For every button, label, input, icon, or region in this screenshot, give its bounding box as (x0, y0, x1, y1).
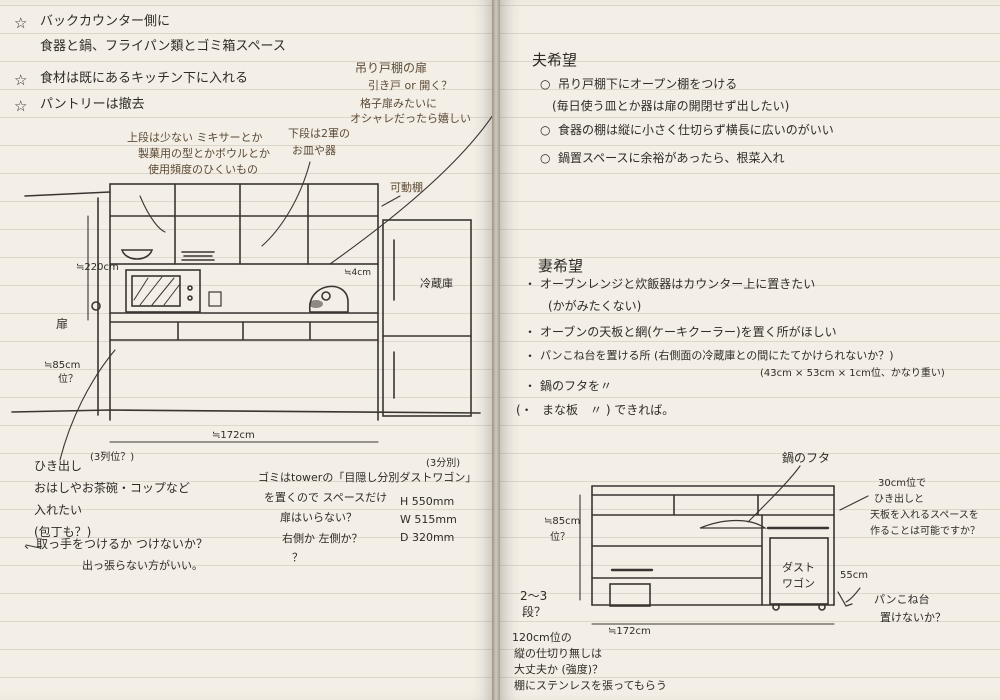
wife-item-5: まな板 〃 ) できれば。 (542, 403, 675, 417)
drawer-note-paren: (3列位？) (90, 452, 135, 463)
upper-shelf-note-2: 製菓用の型とかボウルとか (138, 147, 270, 160)
shelf-count-1: 2〜3 (520, 589, 548, 603)
height-85-label: ≒85cm (44, 360, 81, 371)
bottom-note-2: 縦の仕切り無しは (514, 647, 602, 660)
husband-title: 夫希望 (532, 51, 578, 69)
bottom-note-4: 棚にステンレスを張ってもらう (514, 679, 667, 692)
side-note-4: 作ることは可能ですか？ (870, 526, 980, 537)
husband-item-1b: (毎日使う皿とか器は扉の開閉せず出したい) (552, 99, 790, 113)
trash-dim-d: D 320mm (400, 531, 455, 544)
trash-dim-w: W 515mm (400, 513, 457, 526)
drawer-note-4: (包丁も？) (34, 525, 92, 539)
side-note-2: ひき出しと (874, 494, 924, 505)
wife-item-3b: (43cm × 53cm × 1cm位、かなり重い) (760, 368, 945, 379)
dust-wagon-label-2: ワゴン (782, 577, 815, 590)
trash-note-2: を置くので スペースだけ (264, 491, 388, 504)
star-icon: ☆ (14, 14, 28, 32)
wife-item-1b: (かがみたくない) (548, 299, 642, 313)
wife-bullet-5: (・ (516, 403, 533, 417)
dust-wagon-label-1: ダスト (782, 561, 815, 574)
lower-shelf-note-2: お皿や器 (292, 144, 336, 157)
note-counter-side: バックカウンター側に (40, 14, 171, 29)
door-note-line2: 引き戸 or 開く？ (368, 79, 453, 92)
counter-sketch (579, 465, 869, 625)
wife-bullet-4: ・ (524, 379, 537, 393)
bread-board-1: パンこね台 (874, 593, 930, 606)
note-ingredients: 食材は既にあるキッチン下に入れる (40, 71, 249, 86)
fridge-label: 冷蔵庫 (420, 277, 453, 290)
sketch-width-label: ≒172cm (608, 626, 651, 637)
trash-note-3: 扉はいらない？ (280, 511, 357, 524)
bottom-note-3: 大丈夫か (強度)？ (514, 663, 604, 676)
wife-title: 妻希望 (538, 257, 584, 275)
note-counter-side-2: 食器と鍋、フライパン類とゴミ箱スペース (40, 39, 286, 54)
height-220-label: ≒220cm (76, 262, 119, 273)
wife-item-2: オーブンの天板と網(ケーキクーラー)を置く所がほしい (540, 325, 837, 339)
star-icon: ☆ (14, 97, 28, 115)
width-172-label: ≒172cm (212, 430, 255, 441)
door-note-line3: 格子扉みたいに (360, 97, 437, 110)
wife-item-4: 鍋のフタを〃 (540, 379, 613, 393)
husband-item-1: 吊り戸棚下にオープン棚をつける (558, 77, 738, 91)
wife-bullet-1: ・ (524, 277, 537, 291)
door-note-title: 吊り戸棚の扉 (355, 61, 428, 75)
handle-note-2: 出っ張らない方がいい。 (82, 559, 203, 572)
star-icon: ☆ (14, 71, 28, 89)
trash-note-1: ゴミはtowerの「目隠し分別ダストワゴン」 (258, 471, 477, 484)
husband-item-3: 鍋置スペースに余裕があったら、根菜入れ (558, 151, 785, 165)
trash-dim-h: H 550mm (400, 495, 455, 508)
trash-note-q: ？ (292, 551, 303, 564)
husband-item-2: 食器の棚は縦に小さく仕切らず横長に広いのがいい (558, 123, 834, 137)
gap-label: ≒4cm (344, 268, 371, 278)
side-note-1: 30cm位で (878, 478, 926, 489)
handle-note-1: 、取っ手をつけるか つけないか？ (24, 537, 208, 551)
notebook-gutter (492, 0, 501, 700)
husband-bullet-2: ○ (540, 123, 551, 137)
wife-item-1: オーブンレンジと炊飯器はカウンター上に置きたい (540, 277, 816, 291)
movable-shelf-label: 可動棚 (390, 181, 423, 194)
bottom-note-1: 120cm位の (512, 631, 572, 644)
bread-board-2: 置けないか？ (880, 611, 946, 624)
height-85-q: 位？ (58, 374, 78, 385)
drawer-note-2: おはしやお茶碗・コップなど (34, 481, 190, 495)
upper-shelf-note-3: 使用頻度のひくいもの (148, 163, 258, 176)
sketch-height-label: ≒85cm (544, 516, 581, 527)
pot-lid-label: 鍋のフタ (782, 451, 831, 465)
shelf-count-2: 段？ (522, 605, 547, 619)
drawer-note-3: 入れたい (34, 503, 83, 517)
trash-note-4: 右側か 左側か？ (282, 532, 363, 545)
right-page: 夫希望 ○ 吊り戸棚下にオープン棚をつける (毎日使う皿とか器は扉の開閉せず出し… (500, 0, 1000, 700)
sketch-height-q: 位？ (550, 532, 570, 543)
side-note-3: 天板を入れるスペースを (870, 510, 979, 521)
lower-shelf-note-1: 下段は2軍の (288, 127, 350, 140)
door-note-line4: オシャレだったら嬉しい (350, 112, 471, 125)
note-pantry: パントリーは撤去 (40, 97, 145, 112)
door-label: 扉 (56, 317, 69, 331)
wife-item-3: パンこね台を置ける所 (右側面の冷蔵庫との間にたてかけられないか？) (540, 349, 894, 362)
upper-shelf-note-1: 上段は少ない ミキサーとか (127, 131, 263, 144)
wife-bullet-3: ・ (524, 349, 537, 363)
wife-bullet-2: ・ (524, 325, 537, 339)
husband-bullet-3: ○ (540, 151, 551, 165)
kitchen-front-sketch (11, 113, 493, 549)
trash-note-tag: (3分別) (426, 458, 461, 469)
wagon-55cm-label: 55cm (840, 570, 868, 581)
left-page: ☆ バックカウンター側に 食器と鍋、フライパン類とゴミ箱スペース ☆ 食材は既に… (0, 0, 493, 700)
husband-bullet-1: ○ (540, 77, 551, 91)
drawer-note-1: ひき出し (34, 459, 83, 473)
